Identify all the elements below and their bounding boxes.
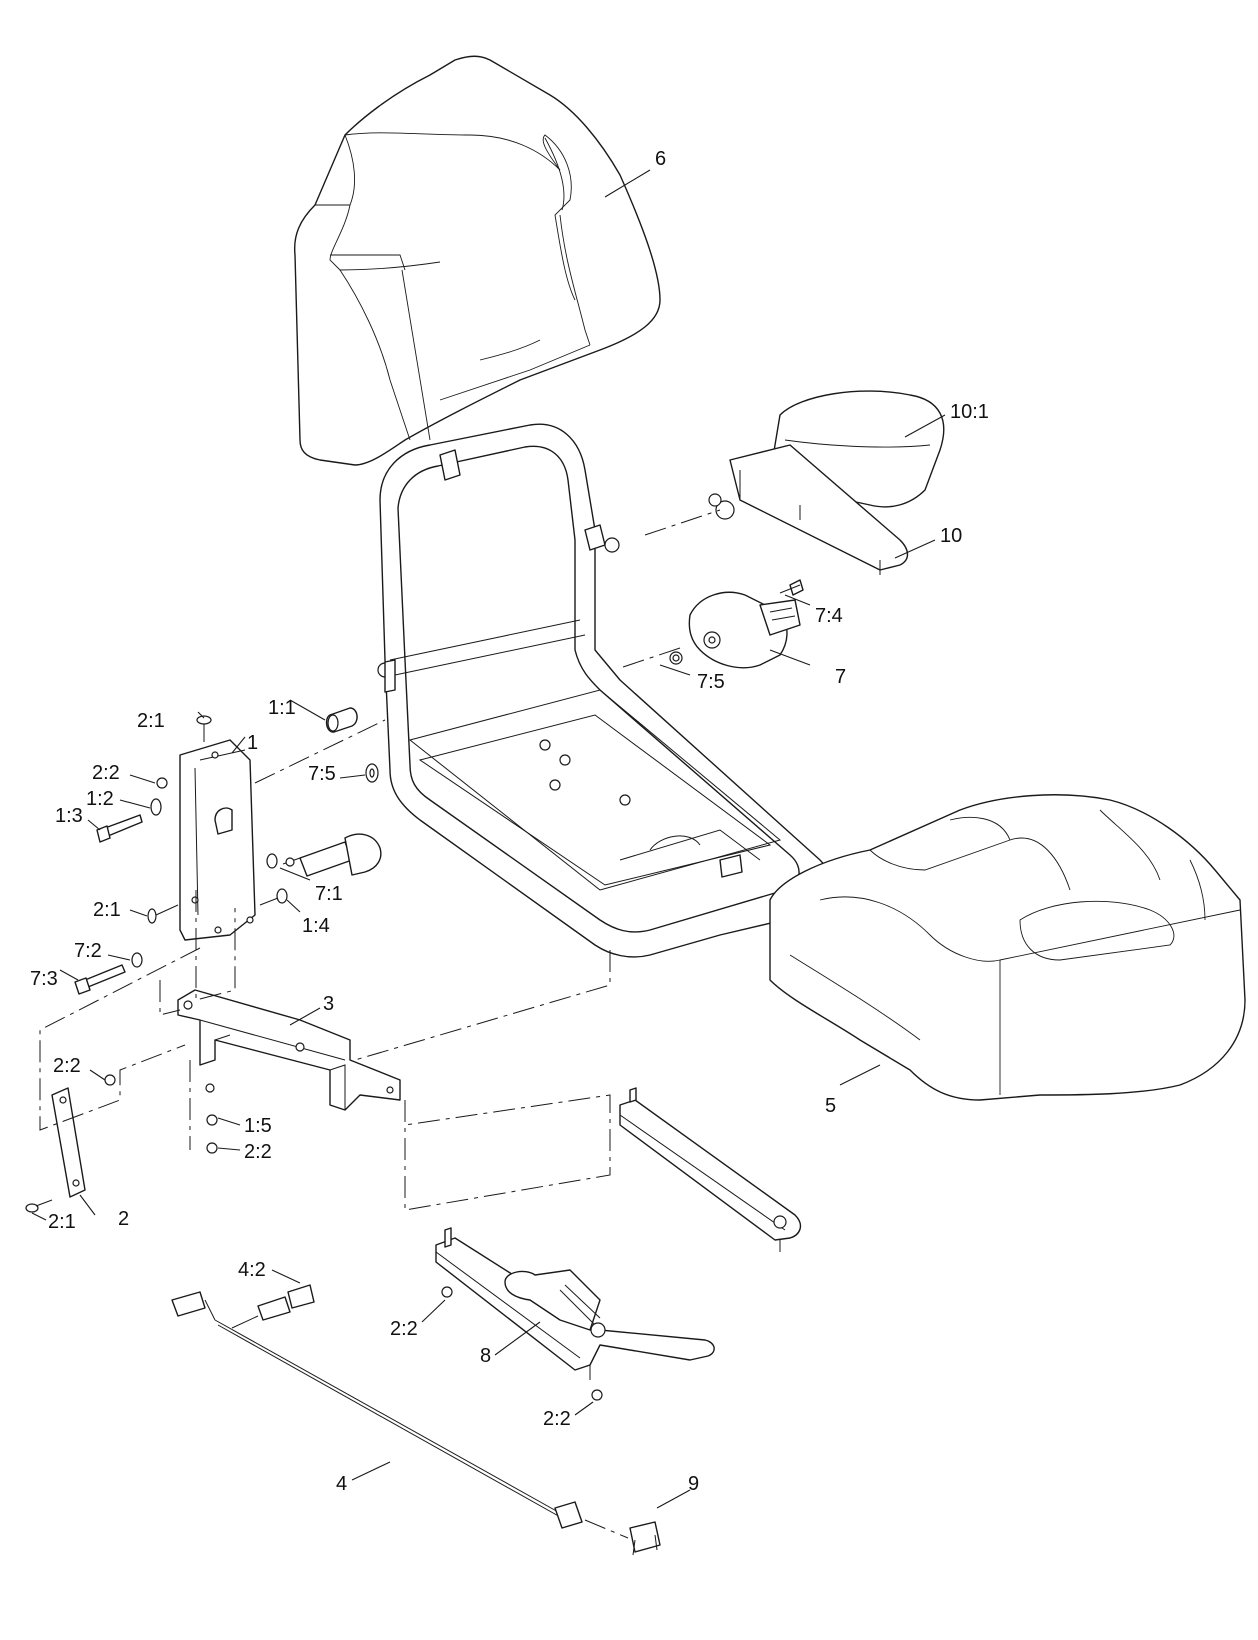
callout-10: 10 (940, 525, 962, 547)
callout-2-2-top: 2:2 (92, 762, 120, 784)
seat-slide-rails (435, 1087, 802, 1401)
seat-frame (377, 423, 832, 958)
callout-7-3: 7:3 (30, 968, 58, 990)
callout-7-4: 7:4 (815, 605, 843, 627)
callout-3: 3 (323, 993, 334, 1015)
callout-1-2: 1:2 (86, 788, 114, 810)
callout-6: 6 (655, 148, 666, 170)
bracket-hardware (74, 707, 382, 995)
callout-1-5: 1:5 (244, 1115, 272, 1137)
callout-7-5-right: 7:5 (697, 671, 725, 693)
assembly-center-lines (39, 509, 721, 1539)
callout-2-2-rail: 2:2 (390, 1318, 418, 1340)
wire-harness (171, 1284, 661, 1556)
seat-belt-retractor (669, 579, 804, 669)
callout-1-3: 1:3 (55, 805, 83, 827)
callout-labels: 6 10:1 10 7:4 7 7:5 1:1 2:1 1 2:2 1:2 1:… (30, 148, 989, 1495)
callout-2-2-left: 2:2 (53, 1055, 81, 1077)
small-plate (25, 1074, 116, 1213)
left-bracket (179, 739, 256, 941)
callout-1: 1 (247, 732, 258, 754)
callout-2-2-rail-bottom: 2:2 (543, 1408, 571, 1430)
callout-9: 9 (688, 1473, 699, 1495)
callout-4-2: 4:2 (238, 1259, 266, 1281)
callout-8: 8 (480, 1345, 491, 1367)
callout-7-5-left: 7:5 (308, 763, 336, 785)
callout-2-1-mid: 2:1 (93, 899, 121, 921)
callout-leaders (31, 169, 946, 1509)
mounting-bracket (177, 989, 401, 1154)
callout-10-1: 10:1 (950, 401, 989, 423)
seat-bottom-cushion (769, 794, 1246, 1101)
callout-2: 2 (118, 1208, 129, 1230)
callout-1-4: 1:4 (302, 915, 330, 937)
callout-1-1: 1:1 (268, 697, 296, 719)
callout-7-1: 7:1 (315, 883, 343, 905)
callout-5: 5 (825, 1095, 836, 1117)
callout-2-1-bottom: 2:1 (48, 1211, 76, 1233)
seat-back-cushion (293, 55, 661, 466)
callout-7: 7 (835, 666, 846, 688)
callout-7-2: 7:2 (74, 940, 102, 962)
callout-4: 4 (336, 1473, 347, 1495)
callout-2-1-top: 2:1 (137, 710, 165, 732)
armrest-assembly (708, 390, 945, 575)
callout-2-2-bracket: 2:2 (244, 1141, 272, 1163)
